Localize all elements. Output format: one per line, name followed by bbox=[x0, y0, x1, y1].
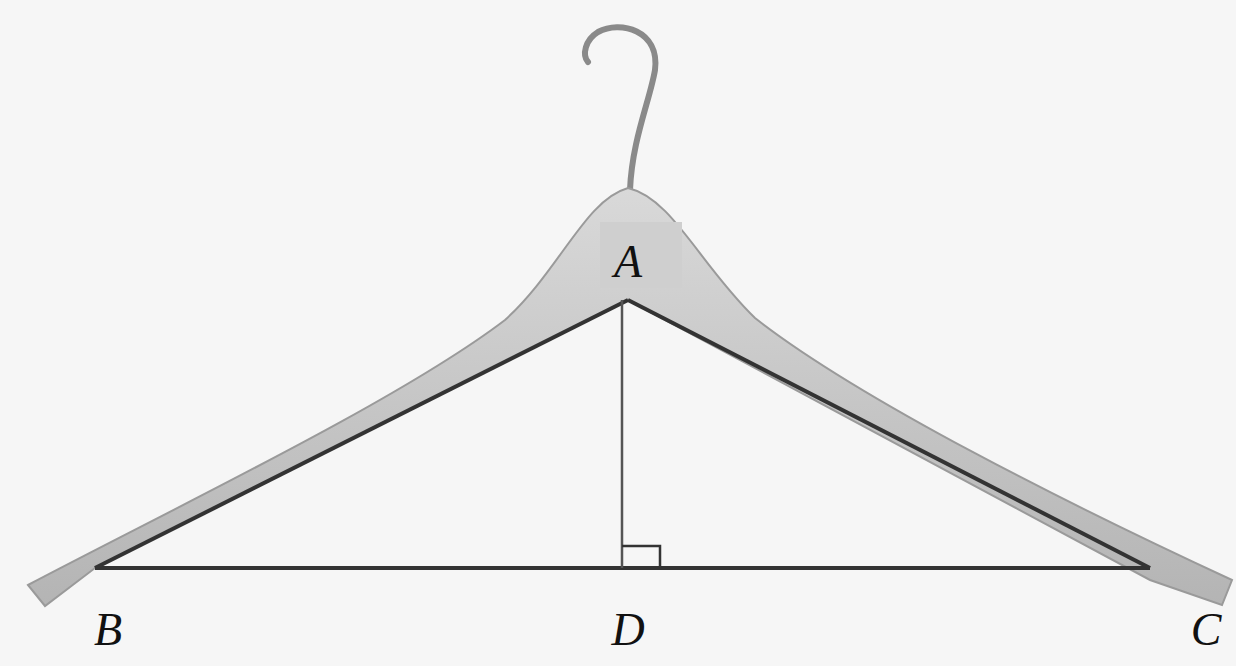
segment-ac bbox=[628, 300, 1150, 568]
segment-ab bbox=[95, 300, 628, 568]
altitude-ad bbox=[621, 300, 624, 568]
point-label: C bbox=[1191, 607, 1222, 653]
label-patch bbox=[600, 222, 682, 288]
point-label: D bbox=[611, 607, 644, 653]
hanger-hook bbox=[585, 27, 655, 190]
point-label: A bbox=[614, 239, 642, 285]
right-angle-mark bbox=[622, 546, 660, 568]
hanger-body bbox=[28, 188, 1232, 606]
point-label: B bbox=[94, 607, 122, 653]
